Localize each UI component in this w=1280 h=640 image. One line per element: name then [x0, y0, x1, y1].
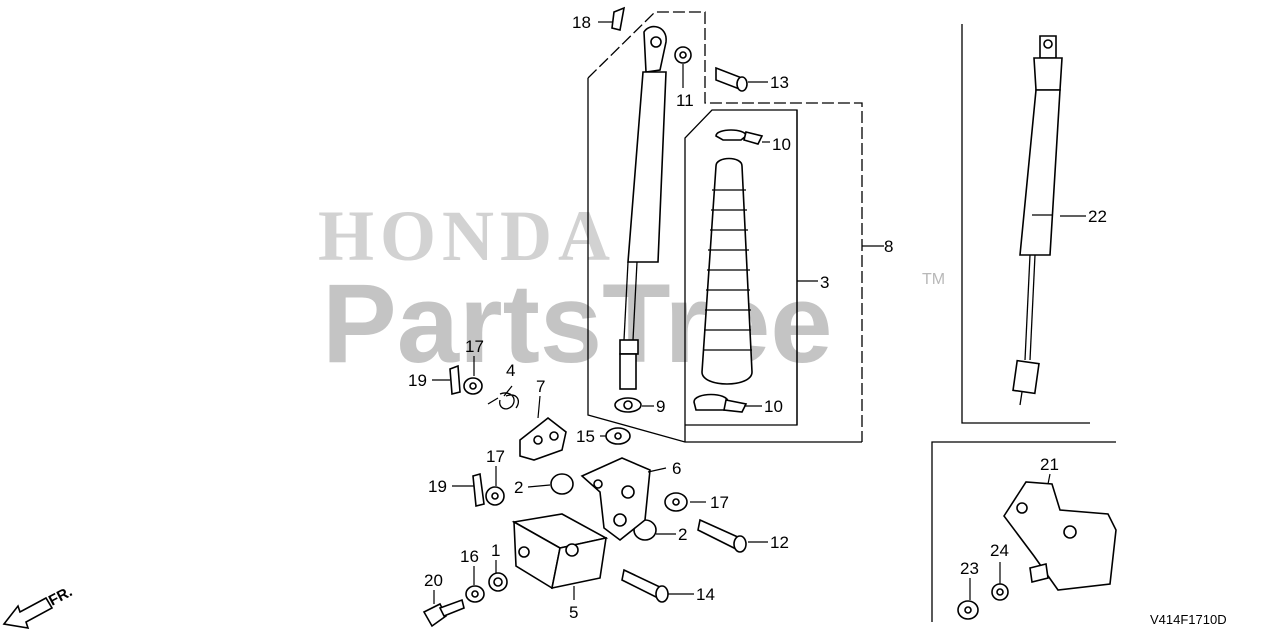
callout-5[interactable]: 5 — [569, 603, 578, 622]
callout-13[interactable]: 13 — [770, 73, 789, 92]
bracket-21 — [957, 481, 1117, 620]
right-upper-frame — [961, 24, 1090, 424]
callout-2-upper[interactable]: 2 — [514, 478, 523, 497]
bracket-7 — [519, 416, 567, 461]
callout-22[interactable]: 22 — [1088, 207, 1107, 226]
leader-lines — [432, 21, 1086, 604]
watermark-text: PartsTree — [322, 261, 833, 386]
diagram-code: V414F1710D — [1150, 612, 1227, 627]
damper-group-outline-solid — [587, 78, 862, 443]
callout-14[interactable]: 14 — [696, 585, 715, 604]
small-parts-top — [611, 6, 748, 92]
damper-group-outline-dashed — [587, 11, 863, 442]
gas-strut-22 — [1012, 35, 1063, 406]
callout-9[interactable]: 9 — [656, 397, 665, 416]
callout-20[interactable]: 20 — [424, 571, 443, 590]
callout-4[interactable]: 4 — [506, 361, 515, 380]
small-parts-left — [449, 364, 567, 508]
callout-15[interactable]: 15 — [576, 427, 595, 446]
front-arrow-icon — [2, 596, 54, 630]
callout-19-lower[interactable]: 19 — [428, 477, 447, 496]
callout-8[interactable]: 8 — [884, 237, 893, 256]
callout-3[interactable]: 3 — [820, 273, 829, 292]
boot-group-outline — [684, 109, 798, 442]
callout-1[interactable]: 1 — [491, 541, 500, 560]
callout-17-right[interactable]: 17 — [710, 493, 729, 512]
spring-4 — [487, 392, 520, 410]
right-lower-frame — [931, 441, 1116, 622]
callout-12[interactable]: 12 — [770, 533, 789, 552]
fasteners-bottom-left — [422, 572, 508, 628]
callout-16[interactable]: 16 — [460, 547, 479, 566]
clamp-10-top — [715, 129, 747, 141]
watermark-tm: TM — [922, 271, 945, 288]
callout-10-top[interactable]: 10 — [772, 135, 791, 154]
callout-24[interactable]: 24 — [990, 541, 1009, 560]
watermark-brand: HONDA — [318, 196, 616, 276]
callout-17-lower[interactable]: 17 — [486, 447, 505, 466]
clip-19-upper — [449, 364, 461, 396]
callout-21[interactable]: 21 — [1040, 455, 1059, 474]
callout-10-bottom[interactable]: 10 — [764, 397, 783, 416]
callout-6[interactable]: 6 — [672, 459, 681, 478]
clip-19-lower — [472, 472, 485, 508]
boot-3 — [693, 129, 764, 413]
callout-17-upper[interactable]: 17 — [465, 337, 484, 356]
callout-19-upper[interactable]: 19 — [408, 371, 427, 390]
clip-18 — [611, 6, 626, 31]
damper-assembly — [614, 25, 667, 413]
base-5 — [511, 513, 609, 590]
group-outlines — [587, 11, 1116, 622]
callout-18[interactable]: 18 — [572, 13, 591, 32]
callout-23[interactable]: 23 — [960, 559, 979, 578]
callout-2-lower[interactable]: 2 — [678, 525, 687, 544]
collar-2-upper — [550, 473, 574, 495]
clamp-10-bottom — [693, 393, 729, 411]
front-direction-indicator: FR. — [2, 583, 75, 630]
callout-7[interactable]: 7 — [536, 377, 545, 396]
bracket-6 — [580, 457, 651, 542]
callout-11[interactable]: 11 — [676, 91, 694, 110]
callout-labels: 18 13 11 10 8 3 22 9 10 15 17 19 4 7 6 1… — [408, 13, 1107, 622]
